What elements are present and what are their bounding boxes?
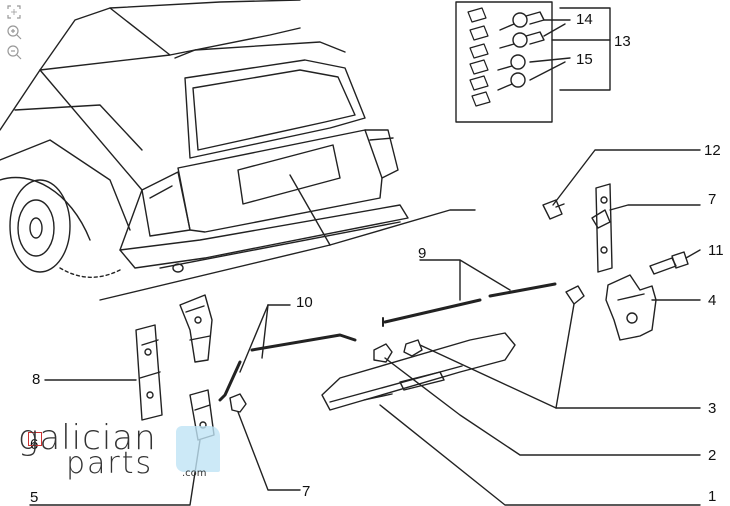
callout-1: 1 bbox=[708, 488, 716, 505]
callout-12: 12 bbox=[704, 142, 721, 159]
callout-6: 6 bbox=[30, 436, 38, 453]
rod-9 bbox=[382, 259, 557, 327]
rod-10 bbox=[218, 304, 357, 402]
callout-3: 3 bbox=[708, 400, 716, 417]
callout-7-lower: 7 bbox=[302, 483, 310, 500]
callout-4: 4 bbox=[708, 292, 716, 309]
key-set-box bbox=[455, 1, 611, 123]
clip-7-lower bbox=[229, 393, 301, 491]
callout-13: 13 bbox=[614, 33, 631, 50]
bolt-and-upper-hinge bbox=[542, 149, 701, 341]
callout-14: 14 bbox=[576, 11, 593, 28]
hinge-6 bbox=[179, 294, 213, 363]
callout-10: 10 bbox=[296, 294, 313, 311]
car-rear-illustration bbox=[0, 0, 476, 301]
callout-9: 9 bbox=[418, 245, 426, 262]
callout-8: 8 bbox=[32, 371, 40, 388]
callout-7-upper: 7 bbox=[708, 191, 716, 208]
zoom-out-icon[interactable] bbox=[6, 44, 22, 60]
callout-15: 15 bbox=[576, 51, 593, 68]
latch-8 bbox=[44, 324, 163, 421]
bracket-5 bbox=[29, 389, 215, 506]
clip-3 bbox=[419, 285, 701, 409]
zoom-in-icon[interactable] bbox=[6, 24, 22, 40]
callout-2: 2 bbox=[708, 447, 716, 464]
handle-bar-1 bbox=[321, 332, 701, 506]
callout-5: 5 bbox=[30, 489, 38, 506]
callout-labels: 14 13 15 12 7 11 9 4 10 8 3 2 6 7 5 1 bbox=[30, 11, 724, 506]
callout-11: 11 bbox=[708, 242, 724, 259]
zoom-toolbar bbox=[6, 4, 24, 64]
fit-view-icon[interactable] bbox=[6, 4, 22, 20]
